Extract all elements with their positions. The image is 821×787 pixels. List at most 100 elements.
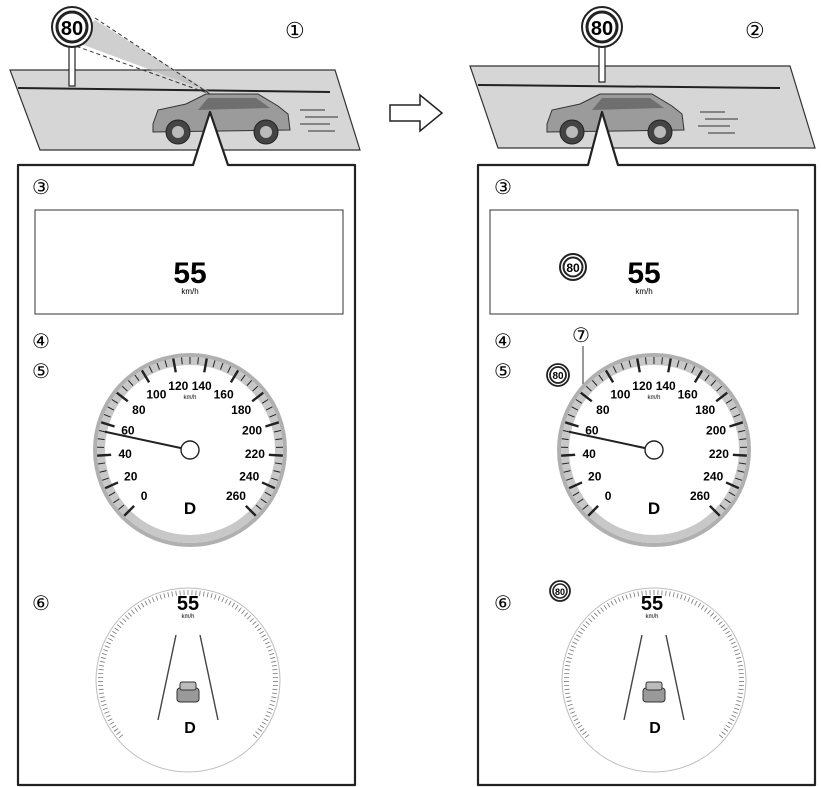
gauge-minor-tick: [197, 357, 199, 365]
gauge-minor-tick: [728, 491, 736, 497]
marker-4-right: ④: [494, 331, 512, 353]
gauge-minor-tick: [134, 374, 140, 382]
gauge-major-tick: [561, 453, 576, 457]
digital-meter-tick: [114, 627, 119, 632]
road-edge-line-right: [477, 84, 781, 89]
gauge-minor-tick: [598, 374, 604, 382]
digital-meter-tick: [721, 731, 726, 735]
digital-meter-tick: [106, 641, 112, 645]
digital-meter-tick: [641, 590, 643, 596]
gauge-minor-tick: [181, 357, 183, 365]
digital-unit-right: km/h: [645, 614, 658, 620]
gauge-tick-label: 40: [582, 447, 596, 461]
digital-meter-tick: [110, 634, 115, 638]
digital-meter-tick: [159, 594, 162, 600]
digital-unit-left: km/h: [181, 614, 194, 620]
digital-meter-tick: [214, 594, 217, 600]
camera-view-line-left-2: [94, 17, 211, 95]
digital-meter-tick: [144, 600, 148, 606]
digital-meter-tick: [668, 591, 671, 597]
gauge-minor-tick: [269, 413, 277, 418]
digital-meter-tick: [700, 604, 705, 610]
digital-meter-tick: [568, 707, 574, 710]
digital-meter-tick: [116, 624, 122, 628]
gauge-tick-label: 240: [703, 470, 723, 484]
gauge-tick-label: 100: [146, 387, 166, 401]
digital-meter-tick: [101, 703, 107, 707]
digital-meter-tick: [566, 700, 572, 703]
digital-meter-tick: [683, 595, 687, 601]
road-edge-line-left: [17, 87, 331, 93]
digital-meter-tick: [582, 731, 587, 735]
gauge-minor-tick: [121, 385, 128, 392]
gauge-major-tick: [568, 481, 583, 490]
digital-meter-tick: [111, 724, 117, 729]
digital-meter-tick: [99, 664, 105, 667]
digital-meter-tick: [735, 653, 741, 656]
digital-meter-tick: [570, 711, 576, 714]
sign-post-left: [68, 43, 76, 87]
gauge-minor-tick: [716, 385, 723, 392]
gauge-minor-tick: [220, 362, 224, 370]
speed-limit-sign-text-right: 80: [591, 18, 613, 40]
car-right: [546, 93, 685, 145]
digital-meter-tick: [206, 592, 209, 598]
gauge-minor-tick: [164, 360, 168, 368]
lane-line-right: [665, 634, 685, 721]
gauge-needle: [104, 430, 191, 451]
gauge-major-tick: [725, 481, 740, 490]
gauge-tick-label: 20: [588, 470, 602, 484]
digital-meter-left: [95, 587, 281, 773]
digital-meter-tick: [694, 600, 698, 606]
digital-meter-tick: [607, 602, 611, 608]
gauge-minor-tick: [585, 385, 592, 392]
digital-meter-tick: [582, 624, 588, 628]
digital-meter-tick: [567, 703, 573, 707]
gauge-hub: [644, 440, 664, 460]
motion-lines-left: [300, 109, 338, 132]
digital-meter-tick: [577, 724, 583, 729]
gauge-minor-tick: [252, 385, 259, 392]
gauge-minor-tick: [733, 413, 741, 418]
digital-meter-tick: [718, 734, 724, 739]
digital-meter-tick: [127, 612, 132, 617]
digital-meter-tick: [108, 637, 113, 641]
digital-meter-tick: [271, 660, 277, 663]
digital-meter-tick: [259, 724, 265, 729]
digital-meter-tick: [134, 607, 138, 612]
gauge-minor-tick: [240, 374, 246, 382]
digital-meter-tick: [113, 728, 119, 732]
digital-meter-tick: [576, 634, 581, 638]
digital-meter-tick: [725, 724, 731, 729]
digital-meter-tick: [124, 615, 130, 620]
gauge-minor-tick: [118, 504, 125, 510]
speed-limit-sign-left: 80: [51, 6, 93, 48]
digital-meter-tick: [104, 711, 110, 714]
digital-meter-tick: [241, 609, 245, 615]
digital-meter-tick: [637, 591, 640, 597]
digital-meter-tick: [202, 591, 205, 597]
gauge-major-tick: [172, 358, 177, 373]
gauge-tick-label: 140: [656, 379, 676, 393]
gauge-speed-limit-text-right: 80: [552, 371, 564, 382]
digital-meter-tick: [727, 721, 733, 725]
gauge-minor-tick: [246, 380, 253, 386]
gauge-tick-label: 160: [678, 387, 698, 401]
digital-meter-tick: [266, 711, 272, 714]
digital-meter-tick: [710, 612, 715, 617]
gauge-major-tick: [587, 505, 599, 517]
gauge-minor-tick: [571, 406, 579, 411]
gauge-major-tick: [715, 391, 728, 403]
digital-meter-tick: [737, 660, 743, 663]
digital-meter-tick: [252, 621, 257, 625]
car-left: [152, 93, 291, 145]
gauge-major-tick: [729, 421, 744, 428]
digital-meter-tick: [252, 734, 258, 739]
gauge-major-tick: [268, 453, 283, 457]
digital-meter-tick: [704, 607, 708, 612]
gauge-minor-tick: [255, 504, 262, 510]
gauge-minor-tick: [113, 498, 120, 504]
marker-1: ①: [285, 18, 305, 43]
